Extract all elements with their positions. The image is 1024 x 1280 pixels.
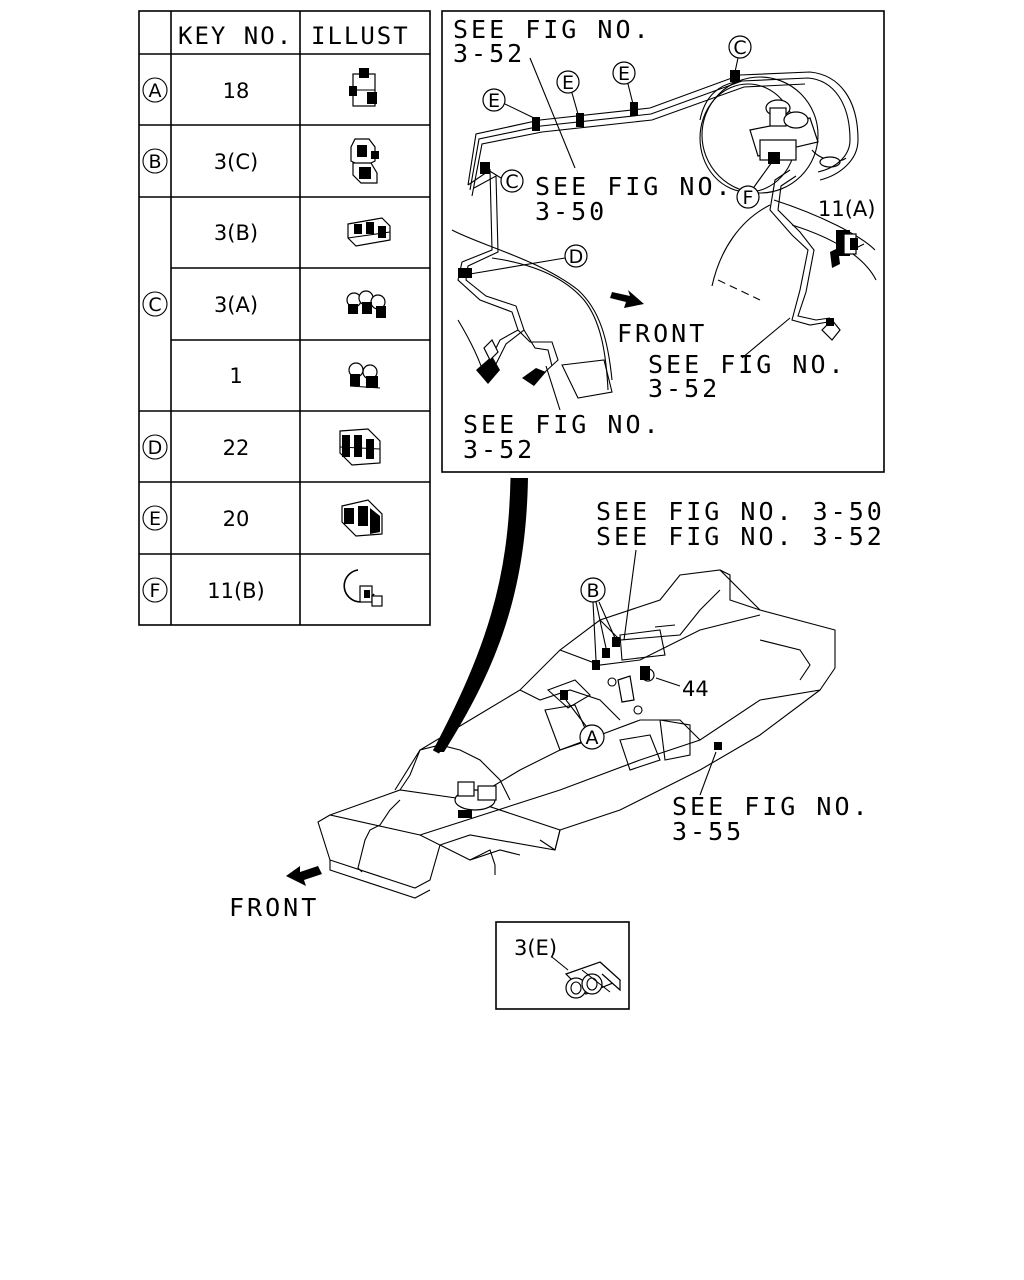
svg-text:D: D: [148, 437, 163, 459]
key-no-e: 20: [223, 507, 250, 531]
svg-text:B: B: [148, 151, 161, 173]
key-no-a: 18: [223, 79, 250, 103]
part-11a-icon: [830, 230, 865, 268]
clip-e3-mark: [630, 102, 638, 116]
part-44-icon: [607, 666, 655, 715]
clip-3e-icon: [564, 961, 622, 999]
key-no-f: 11(B): [207, 579, 265, 603]
key-no-header: KEY NO.: [178, 22, 293, 50]
part-44-label: 44: [682, 677, 709, 701]
see-fig-top-line2: 3-52: [453, 39, 525, 68]
clip-a-icon: [349, 68, 377, 107]
callout-e-3: E: [612, 61, 636, 105]
see-fig-right-line2: 3-52: [648, 374, 720, 403]
see-fig-mid-line1: SEE FIG NO.: [535, 172, 734, 201]
key-no-c3: 1: [229, 364, 242, 388]
svg-text:C: C: [148, 294, 161, 316]
callout-f: F: [736, 161, 773, 209]
see-fig-mid-line2: 3-50: [535, 197, 607, 226]
svg-text:C: C: [733, 37, 746, 59]
svg-text:E: E: [149, 508, 161, 530]
see-fig-355-line1: SEE FIG NO.: [672, 792, 871, 821]
row-letter-a: A: [142, 77, 168, 103]
clip-e1-mark: [532, 117, 540, 131]
key-no-d: 22: [223, 436, 250, 460]
clip-d-mark: [458, 268, 472, 278]
see-fig-352-label: SEE FIG NO. 3-52: [596, 522, 885, 551]
clip-d-icon: [339, 428, 381, 466]
svg-text:E: E: [618, 63, 630, 85]
clip-c1-icon: [347, 217, 391, 247]
see-fig-355-line2: 3-55: [672, 817, 744, 846]
clip-b-icon: [350, 138, 379, 184]
row-letter-c: C: [142, 291, 168, 317]
key-table: KEY NO. ILLUST A B C D E F 18 3(C) 3(B) …: [138, 10, 431, 626]
detail-box-3e: 3(E): [495, 921, 630, 1010]
svg-text:F: F: [150, 580, 161, 602]
svg-text:F: F: [743, 187, 754, 209]
callout-e-2: E: [556, 70, 580, 115]
row-letter-d: D: [142, 434, 168, 460]
svg-text:E: E: [562, 72, 574, 94]
callout-e-1: E: [482, 88, 535, 119]
master-cylinder: [749, 99, 847, 168]
svg-text:E: E: [488, 90, 500, 112]
callout-b-main: B: [580, 577, 616, 661]
callout-d: D: [469, 244, 588, 275]
svg-text:A: A: [586, 727, 599, 749]
key-no-c2: 3(A): [214, 293, 258, 317]
svg-text:C: C: [505, 171, 518, 193]
clip-e-icon: [341, 499, 383, 537]
front-arrow-main-icon: [286, 866, 322, 886]
svg-text:A: A: [149, 80, 162, 102]
key-no-c1: 3(B): [214, 221, 258, 245]
see-fig-bottom-line1: SEE FIG NO.: [463, 410, 662, 439]
row-letter-b: B: [142, 148, 168, 174]
chassis-frame: [317, 569, 836, 899]
detail-3e-label: 3(E): [514, 936, 557, 960]
see-fig-top-line1: SEE FIG NO.: [453, 15, 652, 44]
svg-text:D: D: [569, 246, 584, 268]
row-letter-e: E: [142, 505, 168, 531]
callout-c-top: C: [728, 35, 752, 73]
clip-c2-icon: [346, 290, 386, 318]
clip-c3-icon: [348, 362, 381, 389]
clip-e2-mark: [576, 113, 584, 127]
part-11a-label: 11(A): [818, 197, 875, 221]
illust-header: ILLUST: [311, 22, 410, 50]
clip-c-left-mark: [480, 162, 490, 174]
front-label-inset: FRONT: [617, 319, 707, 348]
clip-f-mark: [768, 152, 780, 164]
callout-c-left: C: [487, 169, 524, 193]
key-no-b: 3(C): [214, 150, 258, 174]
front-arrow-inset-icon: [610, 290, 644, 308]
row-letter-f: F: [142, 577, 168, 603]
svg-text:B: B: [586, 580, 599, 602]
front-label-main: FRONT: [229, 893, 319, 922]
inset-diagram: SEE FIG NO. 3-52: [441, 10, 885, 473]
see-fig-350-label: SEE FIG NO. 3-50: [596, 497, 885, 526]
see-fig-bottom-line2: 3-52: [463, 435, 535, 464]
clip-c-top-mark: [730, 70, 740, 82]
callout-a-main: A: [565, 699, 605, 750]
clip-f-icon: [343, 569, 383, 607]
